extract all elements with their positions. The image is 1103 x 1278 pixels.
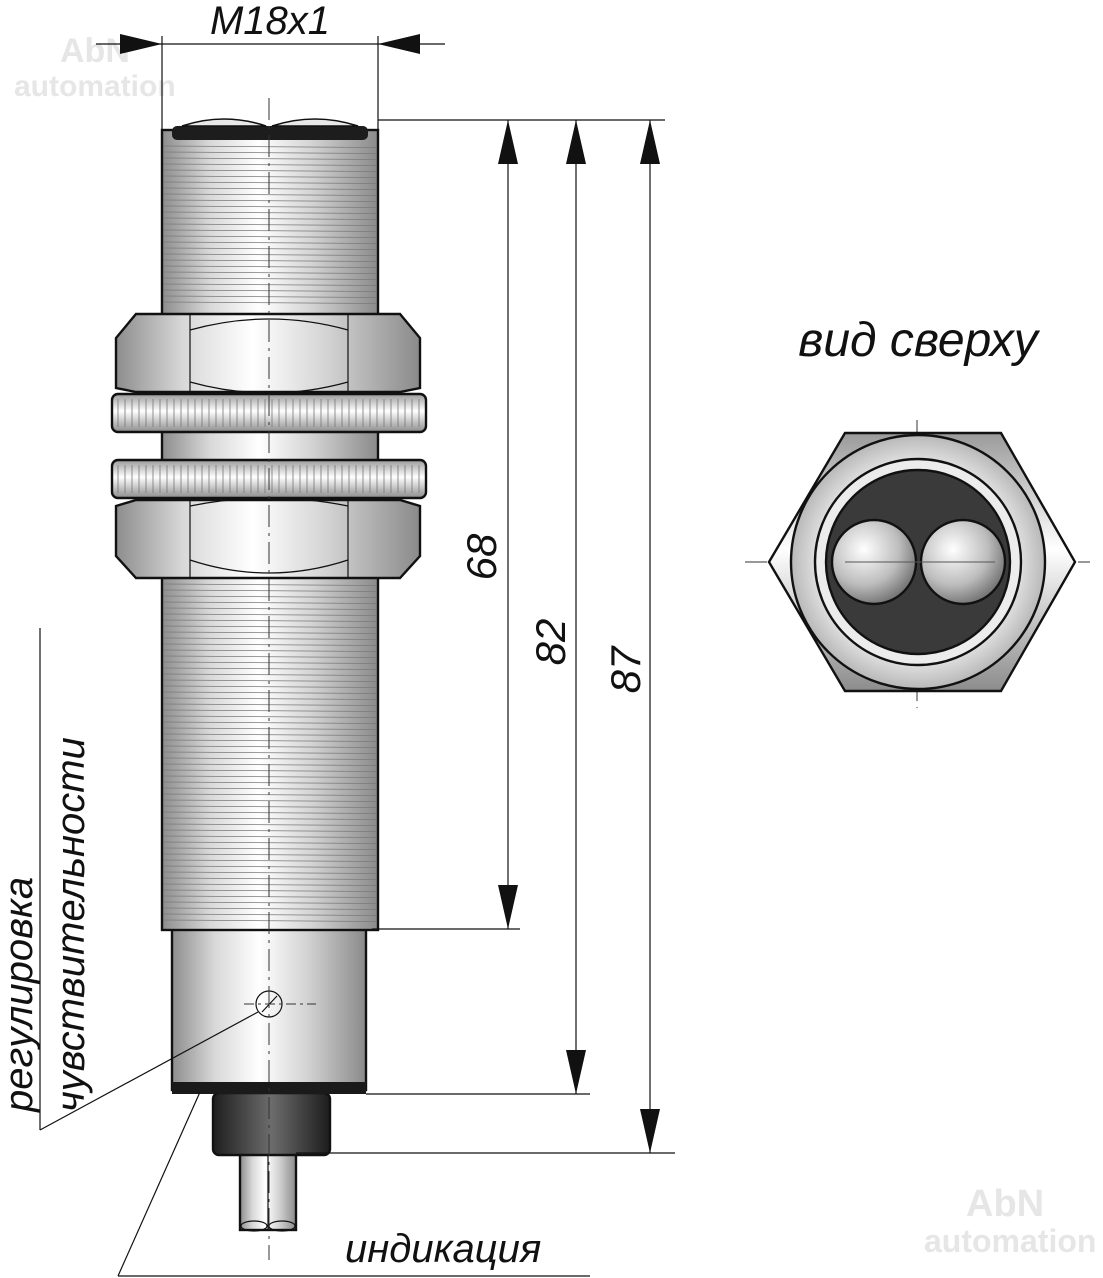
watermark-line1: AbN [60,32,130,70]
thread-lines [163,145,377,922]
top-view: вид сверху [745,314,1090,708]
cable [238,1148,298,1232]
indication-callout: индикация [117,1091,590,1277]
length-dimensions: 68 82 87 [296,119,675,1154]
adjust-label-line2: чувствительности [49,737,93,1112]
dim-68-label: 68 [458,533,505,580]
upper-nut [114,312,422,394]
front-cap [172,118,368,140]
watermark-line2: automation [14,70,176,103]
adjust-callout: регулировка чувствительности [0,628,259,1131]
watermark-line1: AbN [966,1183,1044,1225]
watermark-line2: automation [924,1223,1096,1259]
adjust-label-line1: регулировка [0,877,41,1113]
indication-label: индикация [345,1227,541,1271]
lower-nut [114,497,422,580]
watermark-top-left: AbN automation [14,32,176,103]
top-view-label: вид сверху [798,314,1040,367]
watermark-bottom-right: AbN automation [924,1183,1096,1259]
thread-label: M18x1 [210,0,330,43]
thread-dimension: M18x1 [96,0,445,130]
cable-gland [211,1091,332,1157]
dim-87-label: 87 [602,645,649,693]
dim-82-label: 82 [527,619,574,666]
